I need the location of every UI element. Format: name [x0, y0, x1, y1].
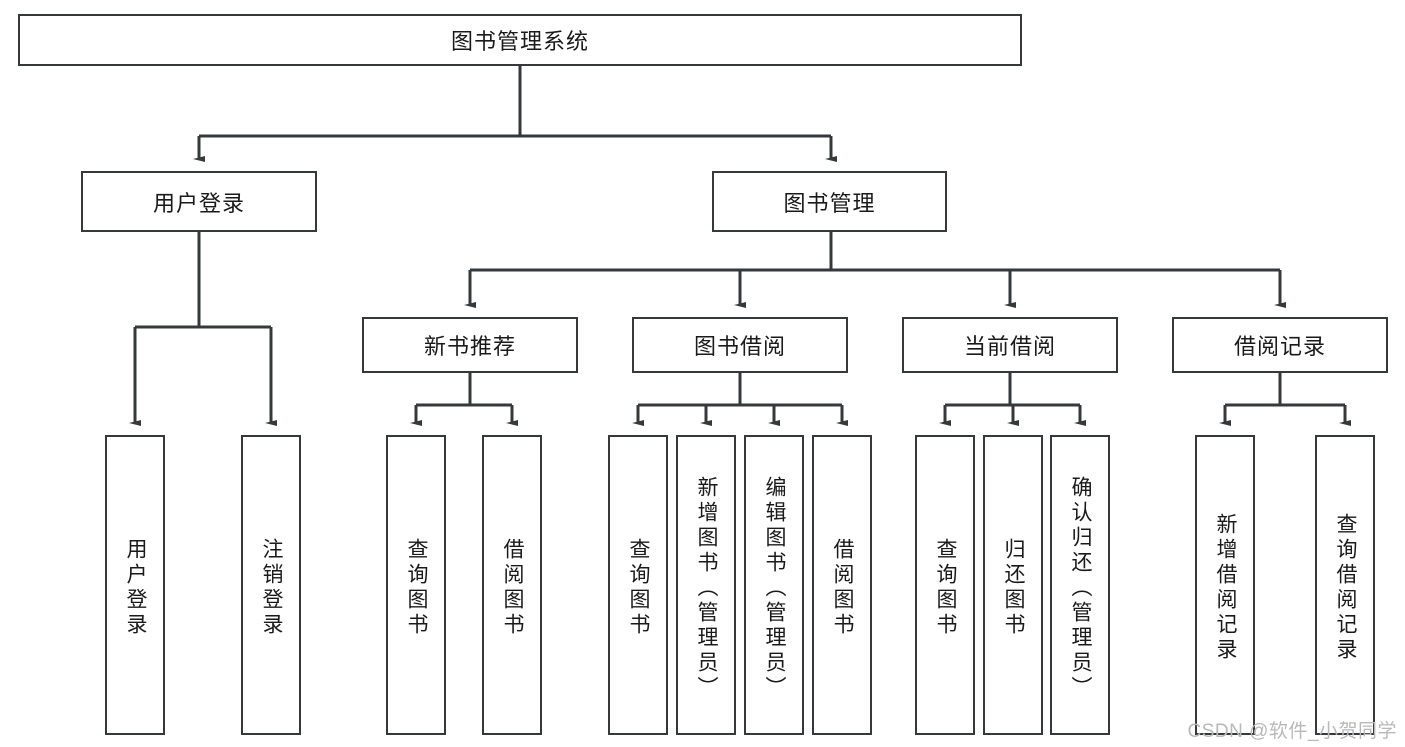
leaf-query-books-recommend-label: 查询图书: [405, 538, 429, 638]
leaf-add-book-admin-label: 新增图书（管理员）: [695, 475, 719, 701]
leaf-user-login-label: 用户登录: [124, 538, 148, 638]
leaf-query-books-borrow[interactable]: 查询图书: [608, 435, 668, 735]
node-new-book-recommend-label: 新书推荐: [423, 334, 516, 359]
leaf-confirm-return-admin-label: 确认归还（管理员）: [1069, 475, 1093, 701]
node-book-management-label: 图书管理: [783, 190, 876, 216]
leaf-add-borrow-record-label: 新增借阅记录: [1214, 513, 1238, 663]
node-borrow-records[interactable]: 借阅记录: [1172, 317, 1388, 373]
node-user-login[interactable]: 用户登录: [81, 171, 317, 232]
leaf-query-borrow-record-label: 查询借阅记录: [1334, 513, 1358, 663]
node-root-system[interactable]: 图书管理系统: [18, 14, 1022, 66]
node-current-borrow-label: 当前借阅: [963, 334, 1056, 359]
leaf-edit-book-admin[interactable]: 编辑图书（管理员）: [744, 435, 804, 735]
node-user-login-label: 用户登录: [152, 190, 245, 216]
leaf-query-books-current[interactable]: 查询图书: [915, 435, 975, 735]
leaf-query-books-recommend[interactable]: 查询图书: [386, 435, 446, 735]
node-book-borrow-label: 图书借阅: [693, 334, 786, 359]
leaf-borrow-books-recommend-label: 借阅图书: [501, 538, 525, 638]
leaf-return-book-label: 归还图书: [1002, 538, 1026, 638]
node-borrow-records-label: 借阅记录: [1233, 334, 1326, 359]
leaf-borrow-book[interactable]: 借阅图书: [812, 435, 872, 735]
leaf-query-books-current-label: 查询图书: [934, 538, 958, 638]
leaf-return-book[interactable]: 归还图书: [983, 435, 1043, 735]
leaf-add-book-admin[interactable]: 新增图书（管理员）: [676, 435, 736, 735]
node-current-borrow[interactable]: 当前借阅: [902, 317, 1118, 373]
node-new-book-recommend[interactable]: 新书推荐: [362, 317, 578, 373]
leaf-logout[interactable]: 注销登录: [241, 435, 301, 735]
leaf-query-borrow-record[interactable]: 查询借阅记录: [1315, 435, 1375, 735]
leaf-borrow-books-recommend[interactable]: 借阅图书: [482, 435, 542, 735]
leaf-query-books-borrow-label: 查询图书: [627, 538, 651, 638]
leaf-edit-book-admin-label: 编辑图书（管理员）: [763, 475, 787, 701]
leaf-borrow-book-label: 借阅图书: [831, 538, 855, 638]
node-book-management[interactable]: 图书管理: [712, 171, 947, 232]
leaf-add-borrow-record[interactable]: 新增借阅记录: [1195, 435, 1255, 735]
node-book-borrow[interactable]: 图书借阅: [632, 317, 848, 373]
node-root-system-label: 图书管理系统: [450, 29, 589, 54]
leaf-logout-label: 注销登录: [260, 538, 284, 638]
leaf-confirm-return-admin[interactable]: 确认归还（管理员）: [1050, 435, 1110, 735]
leaf-user-login[interactable]: 用户登录: [105, 435, 165, 735]
